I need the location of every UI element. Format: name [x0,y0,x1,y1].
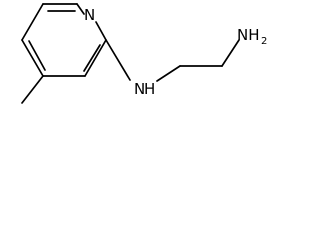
amine-h-label: H [144,80,155,98]
chemical-structure-diagram: N N H NH 2 [21,3,267,104]
ch2-to-nh2-bond [221,39,240,67]
ring-bond-n1-top [76,3,85,15]
ring-to-amine-bond [105,39,131,81]
ring-bond-c5-c6 [21,3,44,41]
ring-bond-c2-c3 [84,39,107,77]
amine-n-label: N [134,80,145,98]
ring-bond-n1-c2 [95,21,107,41]
terminal-amine-subscript: 2 [261,36,267,47]
terminal-amine-label: NH [237,26,260,44]
ring-nitrogen-label: N [84,6,95,24]
methyl-bond [21,75,44,104]
amine-to-ch2-bond [156,65,181,82]
ring-bond-c3-c2-inner [83,44,101,72]
ring-bond-c4-c5 [21,39,44,77]
ring-bond-c4-c5-inner [28,40,46,71]
